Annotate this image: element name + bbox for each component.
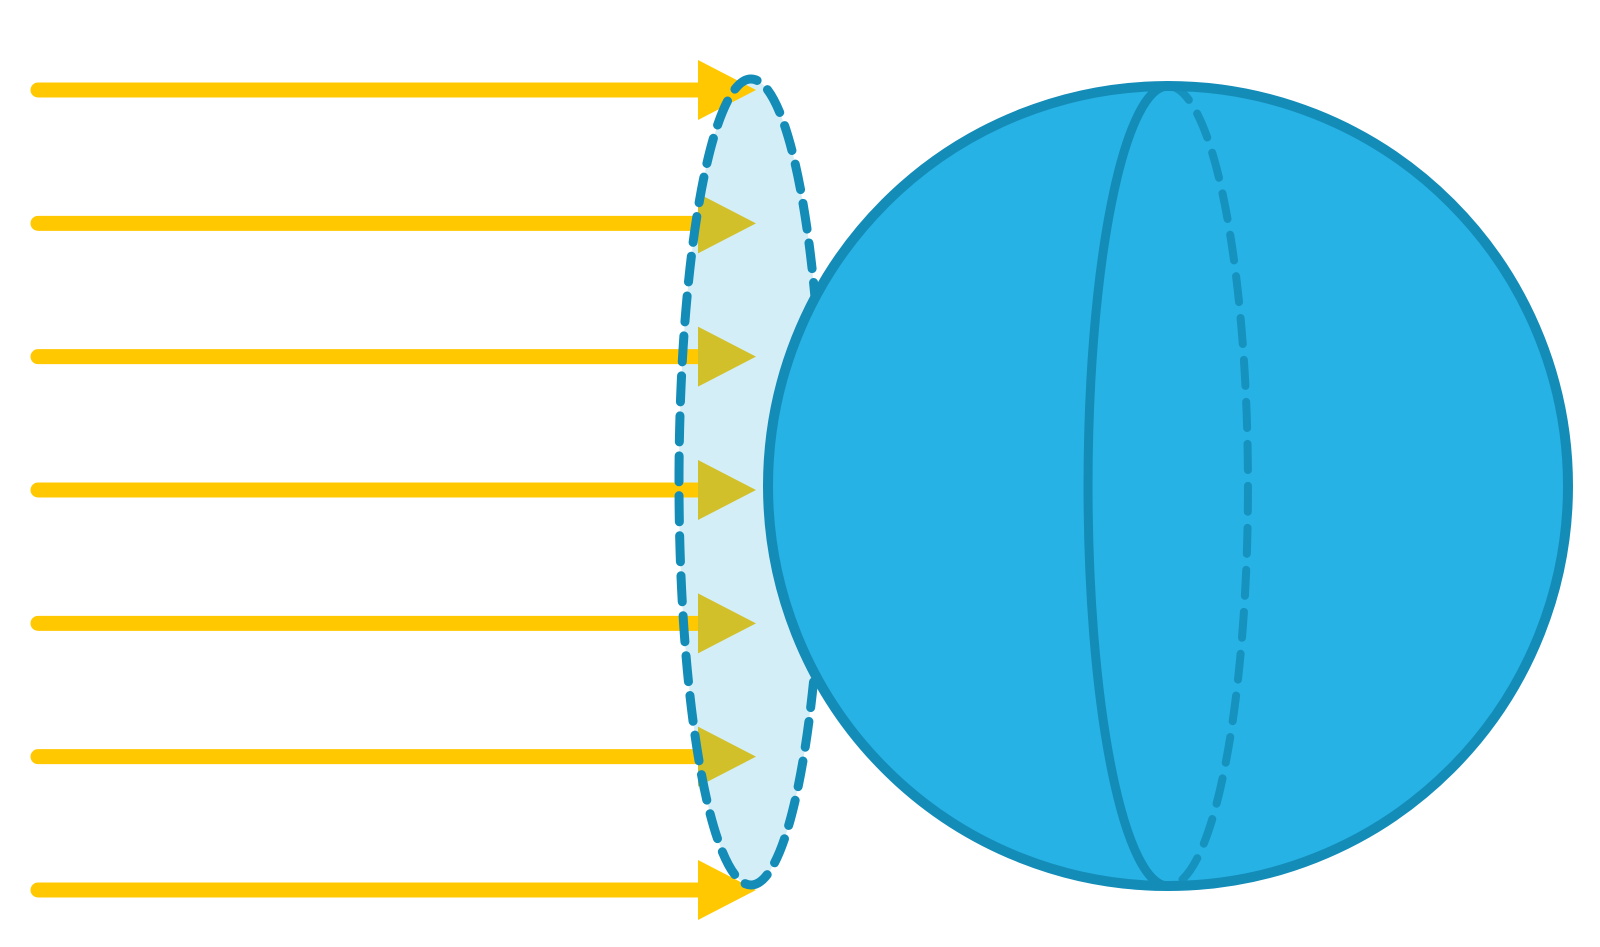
meridian-front-solid: [1083, 81, 1169, 891]
light-ray-arrowhead: [698, 593, 756, 654]
sphere-body: [763, 81, 1573, 891]
light-ray-arrowhead: [698, 193, 756, 254]
light-ray-arrowhead: [698, 326, 756, 387]
light-rays: [30, 60, 756, 920]
meridian-back-dashed: [1164, 82, 1252, 890]
light-ray-arrowhead: [698, 860, 756, 920]
light-ray-arrowhead: [698, 460, 756, 520]
light-ray-arrowhead: [698, 60, 756, 120]
sphere: [763, 81, 1573, 891]
light-ray-arrowhead: [698, 726, 756, 787]
cross-section-disk-fill: [679, 79, 823, 885]
